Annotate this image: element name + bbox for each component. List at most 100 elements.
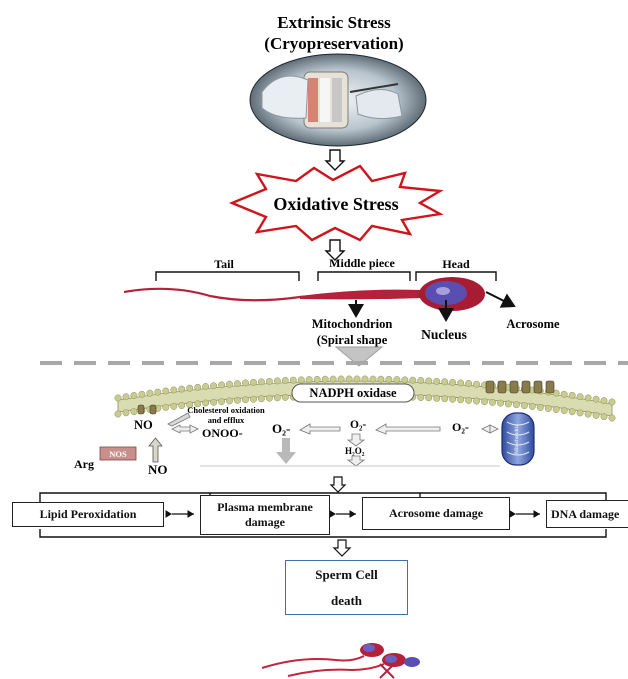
membrane-bead [560,407,568,415]
oxidative-stress-label: Oxidative Stress [273,194,398,214]
membrane-bead [592,411,600,419]
membrane-bead [305,376,313,384]
mitochondrion-label: Mitochondrion [312,317,393,331]
down-arrow-icon [332,539,352,557]
sperm-cell [123,277,485,311]
damaged-sperm-illustration [261,643,420,679]
membrane-bead [353,375,361,383]
plasma-membrane-damage-box: Plasma membrane damage [200,495,330,535]
membrane-bead [281,393,289,401]
membrane-bead [257,378,265,386]
membrane-bead [154,388,162,396]
acrosome-damage-box: Acrosome damage [362,497,510,530]
membrane-bead [600,413,608,421]
membrane-bead [457,396,465,404]
membrane-channel-left-icon [137,404,157,415]
membrane-bead [226,397,233,405]
membrane-bead [273,394,281,402]
membrane-bead [441,378,449,386]
no-bottom-label: NO [148,462,168,477]
mitochondria-label: Mitochondria [514,423,520,453]
down-arrow-icon [324,239,346,261]
membrane-bead [584,394,592,402]
membrane-bead [186,384,194,392]
membrane-bead [234,396,241,404]
membrane-bead [194,383,202,391]
sperm-region-brackets [155,271,497,281]
membrane-bead [409,376,417,384]
membrane-bead [345,375,353,383]
title-line-1: Extrinsic Stress [277,13,391,32]
membrane-bead [385,375,393,383]
nadph-oxidase-label: NADPH oxidase [309,386,397,400]
membrane-bead [425,377,433,385]
membrane-bead [329,375,337,383]
membrane-bead [568,408,576,416]
membrane-bead [489,398,496,406]
membrane-bead [337,375,345,383]
membrane-bead [425,394,433,402]
o2-mid-label: O₂- [350,419,366,431]
nos-enzyme-box [99,446,137,461]
membrane-bead [138,390,146,398]
membrane-bead [433,394,441,402]
membrane-bead [417,377,425,384]
h2o2-label: H₂O₂ [345,446,365,456]
membrane-bead [417,394,425,401]
mitochondrion-shape-label: (Spiral shape [317,333,388,347]
nucleus-label: Nucleus [421,327,467,342]
membrane-bead [369,375,377,383]
membrane-bead [202,399,210,407]
membrane-bead [497,399,504,407]
membrane-bead [457,379,465,387]
membrane-bead [465,396,473,404]
membrane-bead [257,395,265,403]
membrane-bead [218,381,226,389]
acrosome-damage-label: Acrosome damage [388,506,484,520]
no-top-label: NO [134,418,153,432]
membrane-bead [210,382,218,390]
sperm-cell-death-label-line1: Sperm Cell [315,566,378,582]
down-arrow-icon [329,476,347,493]
membrane-bead [146,389,154,397]
membrane-bead [576,393,584,401]
membrane-bead [393,376,401,384]
tail-label: Tail [214,257,234,271]
membrane-bead [210,398,218,406]
membrane-bead [520,402,528,410]
membrane-bead [194,400,202,408]
sperm-cell-death-box: Sperm Cell death [285,560,408,615]
membrane-bead [122,393,130,401]
membrane-bead [234,380,241,388]
reaction-arrows [167,412,499,467]
plasma-membrane-label-line1: Plasma membrane [217,500,313,514]
up-arrow-icon [148,437,163,463]
membrane-bead [600,397,608,405]
oxidative-stress-burst: Oxidative Stress [228,164,444,242]
sperm-cell-death-label-line2: death [330,592,363,608]
membrane-bead [202,383,210,390]
head-label: Head [442,257,470,271]
down-arrow-icon [324,149,346,171]
membrane-bead [114,410,122,418]
membrane-bead [536,404,544,411]
o2-left-label: O₂- [272,421,290,436]
gray-down-arrow-icon [334,346,384,367]
title-line-2: (Cryopreservation) [264,34,403,53]
membrane-bead [250,378,257,386]
dna-damage-box: DNA damage [546,500,628,528]
membrane-bead [265,394,273,402]
membrane-bead [130,408,138,416]
membrane-bead [122,409,130,417]
membrane-bead [178,385,186,393]
acrosome-pointer [485,291,516,308]
membrane-bead [321,375,329,383]
lipid-peroxidation-label: Lipid Peroxidation [39,507,137,521]
nadph-oxidase-box [291,383,415,403]
membrane-bead [433,377,441,385]
membrane-bead [481,398,488,406]
membrane-bead [552,406,560,413]
membrane-bead [313,375,321,383]
membrane-bead [130,392,138,399]
